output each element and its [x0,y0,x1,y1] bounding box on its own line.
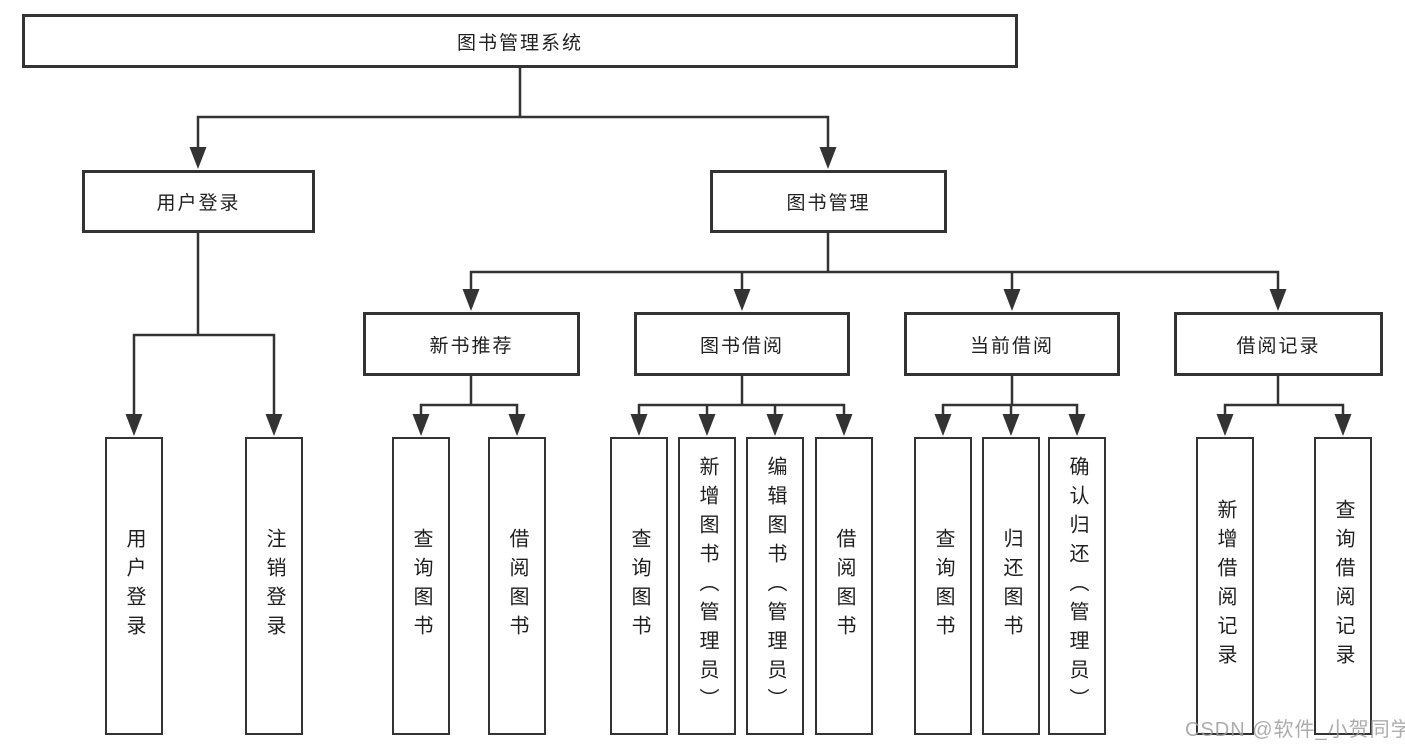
node-user-login-branch-label: 用户登录 [156,193,241,214]
node-new-book-recommend: 新书推荐 [363,312,580,376]
leaf-add-borrow-record: 新增借阅记录 [1196,437,1254,735]
node-book-borrow: 图书借阅 [634,312,850,376]
csdn-watermark: CSDN @软件_小贺同学 [1185,719,1405,741]
leaf-borrow-books-label: 借阅图书 [833,528,855,644]
leaf-query-borrow-record: 查询借阅记录 [1314,437,1372,735]
leaf-query-books-current: 查询图书 [914,437,972,735]
node-borrow-record: 借阅记录 [1174,312,1383,376]
leaf-add-borrow-record-label: 新增借阅记录 [1214,499,1236,673]
leaf-query-books-current-label: 查询图书 [932,528,954,644]
leaf-borrow-books-recommend-label: 借阅图书 [506,528,528,644]
connector-newbook-to-leaves [412,376,526,436]
leaf-logout: 注销登录 [245,437,303,735]
connector-root-to-level1 [189,68,837,169]
connector-userlogin-to-leaves [125,233,283,436]
node-book-borrow-label: 图书借阅 [699,335,784,357]
leaf-confirm-return-admin: 确认归还（管理员） [1048,437,1106,735]
leaf-query-books-borrow: 查询图书 [610,437,668,735]
node-new-book-recommend-label: 新书推荐 [429,335,514,357]
node-borrow-record-label: 借阅记录 [1236,335,1321,357]
connector-current-to-leaves [934,376,1086,436]
leaf-add-books-admin: 新增图书（管理员） [678,437,736,735]
node-book-management: 图书管理 [710,170,947,233]
leaf-confirm-return-admin-label: 确认归还（管理员） [1066,455,1088,717]
leaf-user-login-label: 用户登录 [123,528,145,644]
node-user-login-branch: 用户登录 [82,170,315,233]
node-root-system: 图书管理系统 [22,14,1018,68]
connector-borrow-to-leaves [630,376,853,436]
leaf-borrow-books-recommend: 借阅图书 [488,437,546,735]
node-current-borrow: 当前借阅 [904,312,1120,376]
node-root-label: 图书管理系统 [456,32,583,54]
connector-record-to-leaves [1216,376,1352,436]
leaf-query-borrow-record-label: 查询借阅记录 [1332,499,1354,673]
leaf-borrow-books: 借阅图书 [815,437,873,735]
leaf-query-books-recommend: 查询图书 [392,437,450,735]
leaf-query-books-recommend-label: 查询图书 [410,528,432,644]
leaf-query-books-borrow-label: 查询图书 [628,528,650,644]
leaf-edit-books-admin: 编辑图书（管理员） [746,437,804,735]
leaf-return-books-label: 归还图书 [1000,528,1022,644]
leaf-user-login: 用户登录 [105,437,163,735]
node-current-borrow-label: 当前借阅 [969,335,1054,357]
leaf-logout-label: 注销登录 [263,528,285,644]
leaf-add-books-admin-label: 新增图书（管理员） [696,455,718,717]
leaf-return-books: 归还图书 [982,437,1040,735]
connector-bookmgmt-to-level2 [462,233,1287,311]
leaf-edit-books-admin-label: 编辑图书（管理员） [764,455,786,717]
node-book-management-label: 图书管理 [786,193,871,214]
